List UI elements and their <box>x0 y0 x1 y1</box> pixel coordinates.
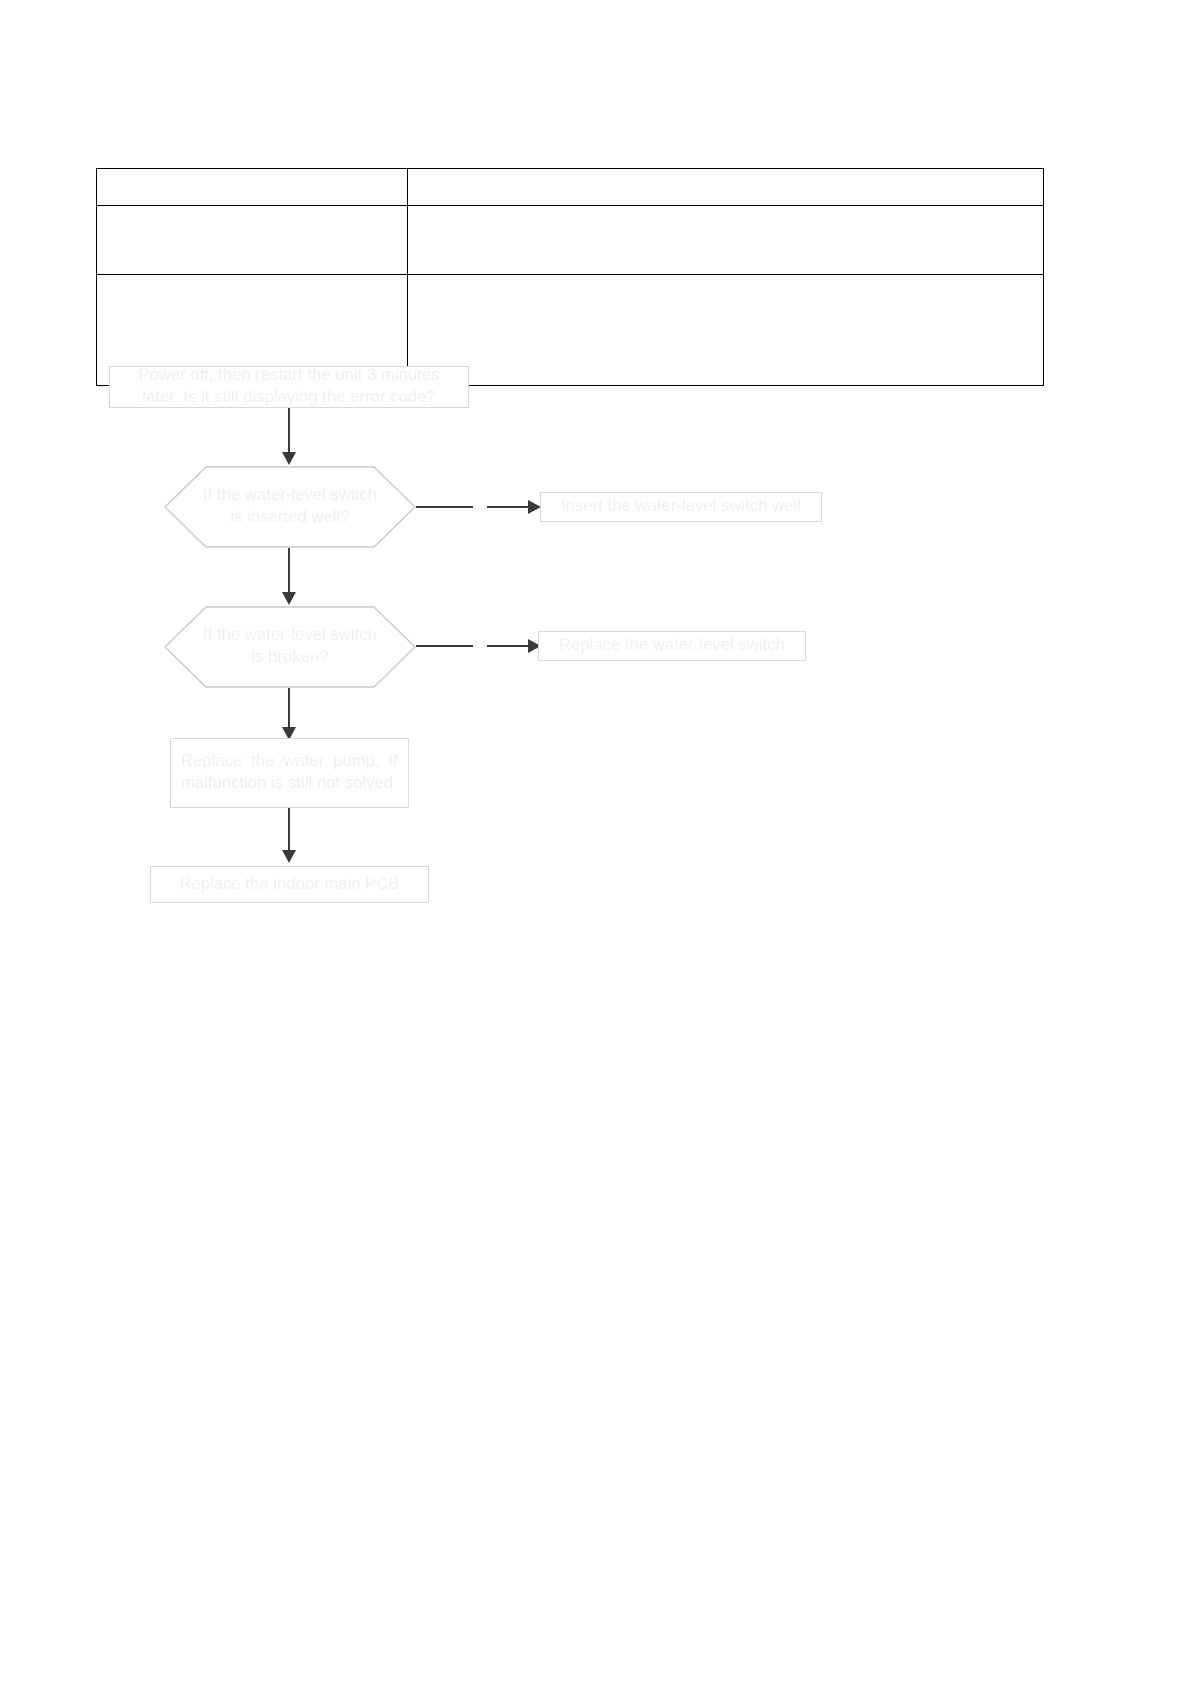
flow-node-replace-pcb-text: Replace the indoor main PCB <box>179 874 400 893</box>
arrow-pump-to-pcb <box>282 850 296 863</box>
arrow-decision1-to-decision2 <box>282 592 296 605</box>
hexagon-shape-icon <box>164 466 416 548</box>
flow-node-decision-inserted-line1: If the water-level switch <box>203 486 377 505</box>
flow-node-start-line2: later. Is it still displaying the error … <box>142 388 436 406</box>
table-cell-text <box>97 206 407 212</box>
flow-node-decision-broken-line2: is broken? <box>251 648 329 666</box>
connector-decision1-to-decision2 <box>288 548 290 598</box>
flow-node-insert-switch-text: Insert the water-level switch well <box>561 497 801 516</box>
flow-node-start-line1: Power off, then restart the unit 3 minut… <box>138 366 440 385</box>
connector-pump-to-pcb <box>288 808 290 858</box>
flow-node-replace-pump-text: Replace the water pump, If malfunction i… <box>181 752 398 792</box>
table-cell <box>407 205 1044 275</box>
connector-decision1-to-insert-2 <box>487 506 534 508</box>
connector-start-to-decision1 <box>288 408 290 458</box>
connector-decision2-to-replace-switch-2 <box>487 645 534 647</box>
flow-node-start-text: Power off, then restart the unit 3 minut… <box>120 365 458 409</box>
flow-node-decision-inserted[interactable]: If the water-level switch is inserted we… <box>164 466 416 548</box>
connector-decision1-to-insert <box>416 506 473 508</box>
connector-decision2-to-pump <box>288 688 290 736</box>
table-row <box>96 168 1044 206</box>
connector-decision2-to-replace-switch <box>416 645 473 647</box>
table-cell-text <box>97 169 407 175</box>
flow-node-replace-pump[interactable]: Replace the water pump, If malfunction i… <box>170 738 409 808</box>
table-cell <box>96 168 408 206</box>
flow-node-decision-broken-line1: If the water-level switch <box>203 626 377 645</box>
hexagon-shape-icon <box>164 606 416 688</box>
table-cell <box>96 205 408 275</box>
flow-node-replace-pcb[interactable]: Replace the indoor main PCB <box>150 866 429 903</box>
spec-table <box>96 168 1044 386</box>
table-cell-text <box>408 275 1043 281</box>
arrow-start-to-decision1 <box>282 452 296 465</box>
flow-node-replace-switch[interactable]: Replace the water-level switch <box>538 631 806 661</box>
flow-node-insert-switch[interactable]: Insert the water-level switch well <box>540 492 822 522</box>
table-row <box>96 205 1044 275</box>
flow-node-decision-broken-text: If the water-level switch is broken? <box>192 625 389 669</box>
flow-node-start[interactable]: Power off, then restart the unit 3 minut… <box>109 366 469 408</box>
table-cell <box>407 168 1044 206</box>
flow-node-decision-inserted-line2: is inserted well? <box>230 508 350 526</box>
table-cell-text <box>97 275 407 281</box>
flow-node-decision-inserted-text: If the water-level switch is inserted we… <box>192 485 389 529</box>
flow-node-replace-switch-text: Replace the water-level switch <box>559 636 785 655</box>
flow-node-decision-broken[interactable]: If the water-level switch is broken? <box>164 606 416 688</box>
table-cell-text <box>408 206 1043 212</box>
table-cell <box>407 274 1044 386</box>
table-cell-text <box>408 169 1043 175</box>
